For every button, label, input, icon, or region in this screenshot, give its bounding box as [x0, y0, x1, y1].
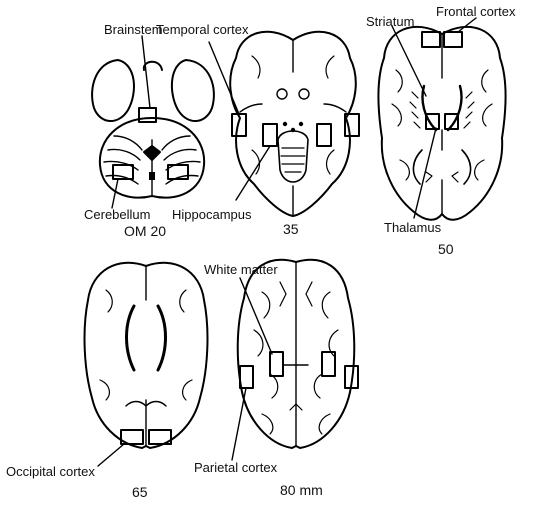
label-frontal-cortex: Frontal cortex	[436, 4, 515, 19]
roi-white-matter-left	[270, 352, 283, 376]
label-parietal-cortex: Parietal cortex	[194, 460, 277, 475]
slice-50-outline	[379, 27, 506, 220]
leader-parietal-cortex	[232, 388, 246, 460]
roi-parietal-cortex-left	[240, 366, 253, 388]
slice-65-outline	[85, 263, 208, 448]
slice-om20-outline	[92, 60, 214, 198]
label-occipital-cortex: Occipital cortex	[6, 464, 95, 479]
leader-hippocampus	[236, 146, 270, 200]
label-striatum: Striatum	[366, 14, 414, 29]
roi-brainstem	[139, 108, 156, 122]
slice-label-om20: OM 20	[124, 224, 166, 239]
slice-35-outline	[230, 32, 356, 216]
label-white-matter: White matter	[204, 262, 278, 277]
leader-brainstem	[142, 36, 150, 108]
roi-hippocampus-right	[317, 124, 331, 146]
roi-frontal-cortex-left	[422, 32, 440, 47]
label-hippocampus: Hippocampus	[172, 207, 252, 222]
slice-label-65: 65	[132, 485, 148, 500]
label-thalamus: Thalamus	[384, 220, 441, 235]
leader-striatum	[392, 26, 426, 96]
leader-frontal-cortex	[458, 18, 476, 32]
label-cerebellum: Cerebellum	[84, 207, 150, 222]
leader-thalamus	[414, 128, 436, 218]
roi-hippocampus-left	[263, 124, 277, 146]
slice-label-80mm: 80 mm	[280, 483, 323, 498]
slice-label-35: 35	[283, 222, 299, 237]
slice-80-outline	[238, 260, 355, 448]
leader-occipital-cortex	[98, 444, 124, 466]
slice-label-50: 50	[438, 242, 454, 257]
label-temporal-cortex: Temporal cortex	[156, 22, 248, 37]
leader-white-matter	[240, 278, 272, 354]
label-brainstem: Brainstem	[104, 22, 163, 37]
roi-frontal-cortex-right	[444, 32, 462, 47]
